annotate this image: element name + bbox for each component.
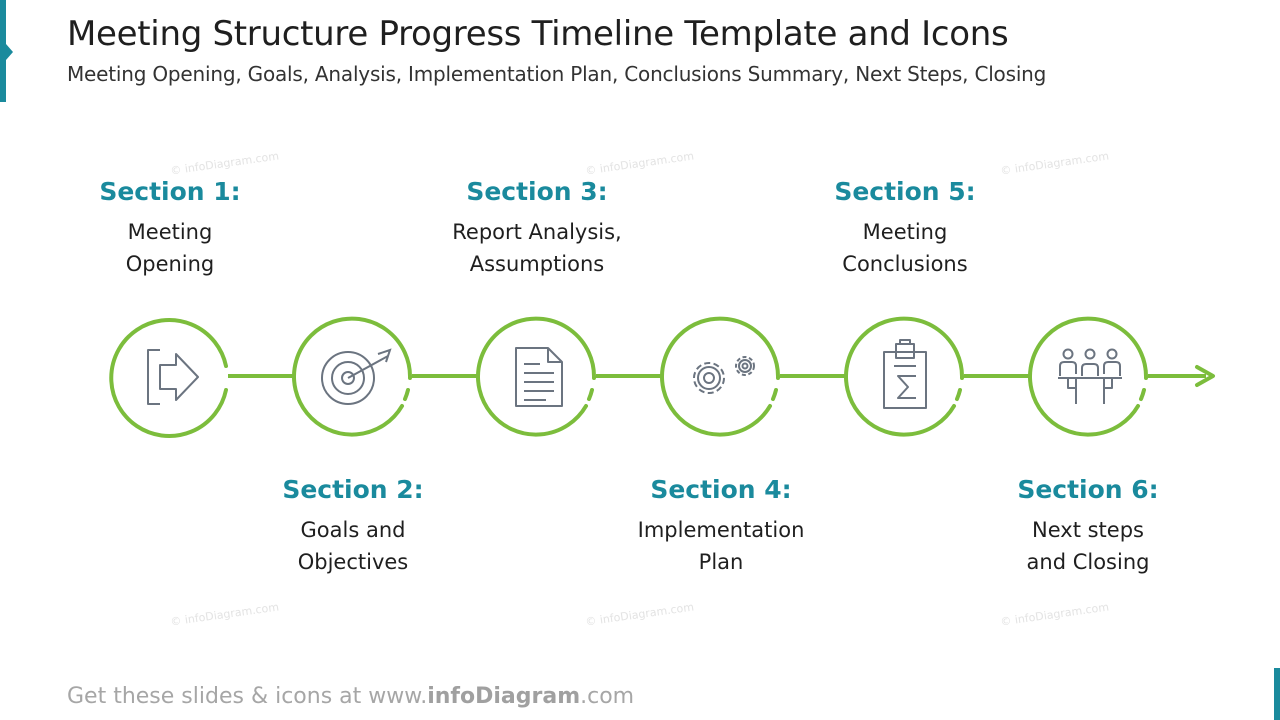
section-heading: Section 3: <box>466 177 608 206</box>
footer-credit: Get these slides & icons at www.infoDiag… <box>67 684 634 709</box>
footer-brand: infoDiagram <box>427 684 581 709</box>
exit-arrow-icon <box>147 349 199 405</box>
section-description-line: Conclusions <box>842 252 968 276</box>
section-4-label: Section 4: Implementation Plan <box>591 474 851 578</box>
section-description: Goals and Objectives <box>223 514 483 578</box>
section-1-node <box>109 318 228 438</box>
section-description-line: Implementation <box>637 518 805 542</box>
section-heading: Section 6: <box>1017 475 1159 504</box>
section-3-node <box>476 316 597 437</box>
section-4-node <box>660 316 781 437</box>
section-6-node <box>1028 316 1149 437</box>
page-subtitle: Meeting Opening, Goals, Analysis, Implem… <box>67 62 1047 86</box>
section-description: Next steps and Closing <box>958 514 1218 578</box>
clipboard-sigma-icon <box>883 339 927 409</box>
section-heading: Section 5: <box>834 177 976 206</box>
section-description-line: Opening <box>125 252 215 276</box>
section-1-label: Section 1: Meeting Opening <box>40 176 300 280</box>
section-heading: Section 2: <box>282 475 424 504</box>
left-accent-bar <box>0 0 6 102</box>
section-description-line: Next steps <box>1032 518 1144 542</box>
section-description-line: Goals and <box>300 518 406 542</box>
footer-prefix: Get these slides & icons at www. <box>67 684 428 709</box>
section-description: Implementation Plan <box>591 514 851 578</box>
section-2-label: Section 2: Goals and Objectives <box>223 474 483 578</box>
target-icon <box>321 348 392 405</box>
section-6-label: Section 6: Next steps and Closing <box>958 474 1218 578</box>
section-description-line: and Closing <box>1026 550 1150 574</box>
document-icon <box>515 347 563 407</box>
section-heading: Section 4: <box>650 475 792 504</box>
gears-icon <box>693 356 755 394</box>
timeline-arrow-icon <box>1195 365 1215 387</box>
section-description-line: Meeting <box>127 220 213 244</box>
section-description: Meeting Opening <box>40 216 300 280</box>
left-accent-notch <box>6 44 13 60</box>
section-2-node <box>292 316 413 437</box>
section-description-line: Objectives <box>297 550 409 574</box>
section-description: Report Analysis, Assumptions <box>407 216 667 280</box>
right-accent-bar <box>1274 668 1280 720</box>
section-5-label: Section 5: Meeting Conclusions <box>775 176 1035 280</box>
section-5-node <box>844 316 965 437</box>
page-title: Meeting Structure Progress Timeline Temp… <box>67 14 1009 54</box>
footer-suffix: .com <box>580 684 635 709</box>
section-heading: Section 1: <box>99 177 241 206</box>
section-3-label: Section 3: Report Analysis, Assumptions <box>407 176 667 280</box>
section-description-line: Meeting <box>862 220 948 244</box>
section-description-line: Plan <box>698 550 744 574</box>
section-description-line: Assumptions <box>469 252 605 276</box>
meeting-people-icon <box>1058 348 1122 404</box>
section-description: Meeting Conclusions <box>775 216 1035 280</box>
section-description-line: Report Analysis, <box>452 220 622 244</box>
